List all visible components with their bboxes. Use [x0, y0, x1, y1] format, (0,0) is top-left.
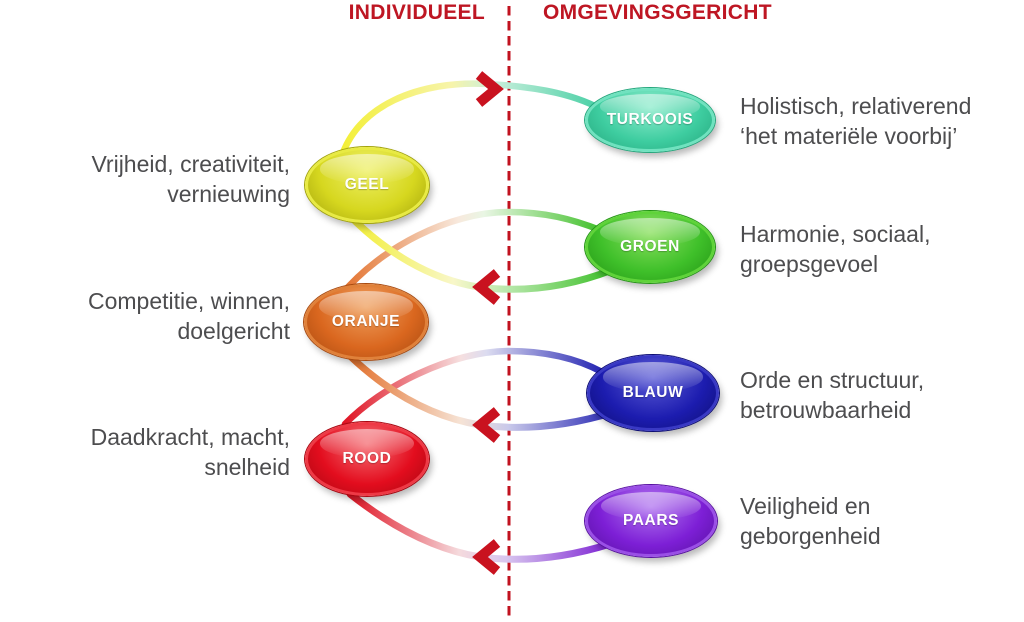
- header-individueel: INDIVIDUEEL: [348, 1, 485, 24]
- flow-arc-blauw-to-oranje: [346, 352, 618, 431]
- level-description-turkoois: Holistisch, relativerend ‘het materiële …: [740, 93, 972, 149]
- flow-arc-geel-to-turkoois: [336, 80, 610, 166]
- level-description-blauw: Orde en structuur, betrouwbaarheid: [740, 367, 925, 423]
- level-ellipse-paars: PAARS: [585, 485, 717, 557]
- header-omgevingsgericht: OMGEVINGSGERICHT: [543, 1, 772, 24]
- level-label-blauw: BLAUW: [622, 384, 684, 401]
- level-label-groen: GROEN: [620, 238, 680, 255]
- level-ellipse-blauw: BLAUW: [587, 355, 719, 431]
- flow-chevron-left-icon-1: [472, 269, 501, 305]
- level-label-geel: GEEL: [344, 176, 390, 193]
- level-label-oranje: ORANJE: [331, 313, 401, 330]
- flow-arc-oranje-to-groen: [338, 208, 604, 298]
- flow-chevron-right-icon: [475, 71, 504, 107]
- flow-arc-rood-to-blauw: [341, 347, 606, 428]
- level-ellipse-turkoois: TURKOOIS: [585, 88, 715, 152]
- flow-chevron-left-icon-3: [472, 539, 501, 575]
- level-ellipse-oranje: ORANJE: [304, 284, 428, 360]
- level-ellipse-groen: GROEN: [585, 211, 715, 283]
- flow-arc-groen-to-geel: [344, 210, 616, 293]
- level-description-paars: Veiligheid en geborgenheid: [740, 493, 881, 549]
- level-description-oranje: Competitie, winnen, doelgericht: [88, 288, 290, 344]
- flow-chevron-left-icon-2: [472, 407, 501, 443]
- level-label-paars: PAARS: [622, 512, 680, 529]
- level-label-rood: ROOD: [342, 450, 392, 467]
- level-description-geel: Vrijheid, creativiteit, vernieuwing: [91, 151, 290, 207]
- level-description-rood: Daadkracht, macht, snelheid: [90, 424, 290, 480]
- level-ellipse-geel: GEEL: [305, 147, 429, 223]
- flow-arc-paars-to-rood: [346, 490, 614, 563]
- level-ellipse-rood: ROOD: [305, 422, 429, 496]
- level-label-turkoois: TURKOOIS: [606, 111, 694, 128]
- level-description-groen: Harmonie, sociaal, groepsgevoel: [740, 221, 931, 277]
